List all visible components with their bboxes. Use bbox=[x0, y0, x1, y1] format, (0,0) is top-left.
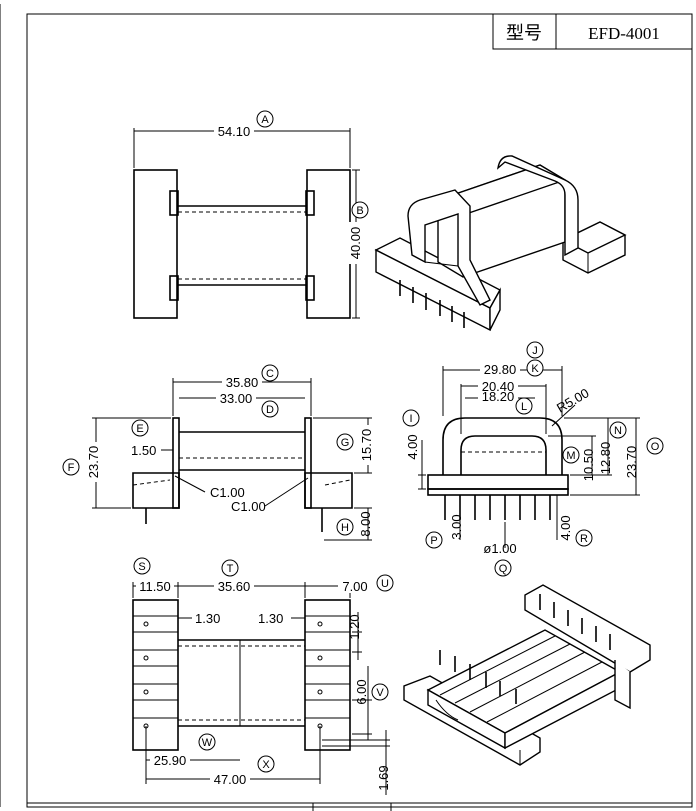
dim-x-value: 47.00 bbox=[214, 772, 247, 787]
balloon-e-letter: E bbox=[136, 423, 143, 435]
balloon-u-letter: U bbox=[381, 578, 389, 590]
balloon-r-letter: R bbox=[580, 533, 588, 545]
dim-q-value: ø1.00 bbox=[483, 541, 516, 556]
dim-m-value: 10.50 bbox=[581, 449, 596, 482]
balloon-j bbox=[526, 341, 544, 359]
balloon-r bbox=[575, 529, 593, 547]
balloon-c bbox=[261, 364, 279, 382]
balloon-k-letter: K bbox=[531, 363, 539, 375]
dim-n-value: 12.80 bbox=[598, 442, 613, 475]
balloon-x-letter: X bbox=[262, 759, 270, 771]
balloon-t-letter: T bbox=[227, 563, 234, 575]
balloon-a-letter: A bbox=[261, 114, 269, 126]
dim-f-value: 23.70 bbox=[86, 446, 101, 479]
dim-v-value: 6.00 bbox=[354, 679, 369, 704]
balloon-l bbox=[515, 397, 533, 415]
dim-o-value: 23.70 bbox=[624, 446, 639, 479]
dim-l-value: 18.20 bbox=[482, 389, 515, 404]
balloon-w-letter: W bbox=[202, 737, 213, 749]
balloon-t bbox=[221, 559, 239, 577]
dim-u-value: 7.00 bbox=[342, 579, 367, 594]
balloon-j-letter: J bbox=[532, 345, 538, 357]
balloon-h-letter: H bbox=[341, 522, 349, 534]
dim-k-value: 20.40 bbox=[482, 379, 515, 394]
dim-p-value: 3.00 bbox=[449, 514, 464, 539]
balloon-s bbox=[133, 557, 151, 575]
balloon-d bbox=[261, 400, 279, 418]
right-gap-value: 1.30 bbox=[258, 611, 283, 626]
balloon-o-letter: O bbox=[651, 441, 660, 453]
balloon-i bbox=[402, 409, 420, 427]
bottom-view: S 11.50 T 35.60 7.00 U 1.30 1.30 1.20 6 bbox=[132, 557, 394, 795]
radius-label: R5.00 bbox=[554, 385, 592, 415]
balloon-i-letter: I bbox=[409, 413, 412, 425]
balloon-v-letter: V bbox=[376, 687, 384, 699]
dim-r-value: 4.00 bbox=[558, 515, 573, 540]
isometric-view-bottom bbox=[403, 584, 651, 766]
balloon-g bbox=[336, 433, 354, 451]
dim-y-value: 1.69 bbox=[376, 765, 391, 790]
balloon-m bbox=[562, 446, 580, 464]
balloon-m-letter: M bbox=[566, 450, 575, 462]
balloon-k bbox=[526, 359, 544, 377]
balloon-q-letter: Q bbox=[499, 563, 508, 575]
balloon-w bbox=[198, 733, 216, 751]
chamfer-1: C1.00 bbox=[210, 485, 245, 500]
balloon-u bbox=[376, 574, 394, 592]
model-number: EFD-4001 bbox=[588, 24, 660, 43]
left-gap-value: 1.30 bbox=[195, 611, 220, 626]
balloon-d-letter: D bbox=[266, 404, 274, 416]
isometric-view-top bbox=[374, 155, 627, 332]
dim-s-value: 11.50 bbox=[139, 579, 171, 594]
balloon-n-letter: N bbox=[614, 425, 622, 437]
side-view: 29.80 J 20.40 K 18.20 L R5.00 I 4.00 12.… bbox=[402, 341, 664, 577]
front-view: 35.80 C 33.00 D E 1.50 23.70 F 15.70 G 8 bbox=[62, 364, 374, 541]
type-label: 型号 bbox=[506, 23, 542, 43]
dim-e-value: 1.50 bbox=[131, 443, 156, 458]
sheet-border bbox=[26, 13, 693, 808]
dim-b-value: 40.00 bbox=[348, 227, 363, 260]
dim-t-value: 35.60 bbox=[218, 579, 251, 594]
balloon-s-letter: S bbox=[138, 561, 145, 573]
balloon-e bbox=[131, 419, 149, 437]
balloon-b bbox=[351, 201, 369, 219]
balloon-l-letter: L bbox=[521, 401, 527, 413]
balloon-g-letter: G bbox=[341, 437, 350, 449]
dim-c-value: 35.80 bbox=[226, 375, 259, 390]
balloon-b-letter: B bbox=[356, 205, 363, 217]
dim-a-value: 54.10 bbox=[218, 124, 251, 139]
balloon-c-letter: C bbox=[266, 368, 274, 380]
title-block: 型号 EFD-4001 bbox=[492, 13, 693, 50]
dim-d-value: 33.00 bbox=[220, 391, 253, 406]
balloon-p-letter: P bbox=[430, 535, 437, 547]
dim-i-value: 4.00 bbox=[405, 434, 420, 459]
balloon-o bbox=[646, 437, 664, 455]
chamfer-2: C1.00 bbox=[231, 499, 266, 514]
balloon-h bbox=[336, 518, 354, 536]
balloon-p bbox=[425, 531, 443, 549]
dim-j-value: 29.80 bbox=[484, 362, 517, 377]
dim-g-value: 15.70 bbox=[359, 429, 374, 462]
balloon-n bbox=[609, 421, 627, 439]
balloon-f bbox=[62, 458, 80, 476]
balloon-x bbox=[257, 755, 275, 773]
dim-w-value: 25.90 bbox=[154, 753, 187, 768]
pitch-value: 1.20 bbox=[347, 614, 362, 639]
balloon-f-letter: F bbox=[68, 462, 75, 474]
balloon-v bbox=[371, 683, 389, 701]
dim-h-value: 8.00 bbox=[358, 511, 373, 536]
top-view: 54.10 A 40.00 B bbox=[133, 110, 369, 319]
balloon-a bbox=[256, 110, 274, 128]
balloon-q bbox=[494, 559, 512, 577]
